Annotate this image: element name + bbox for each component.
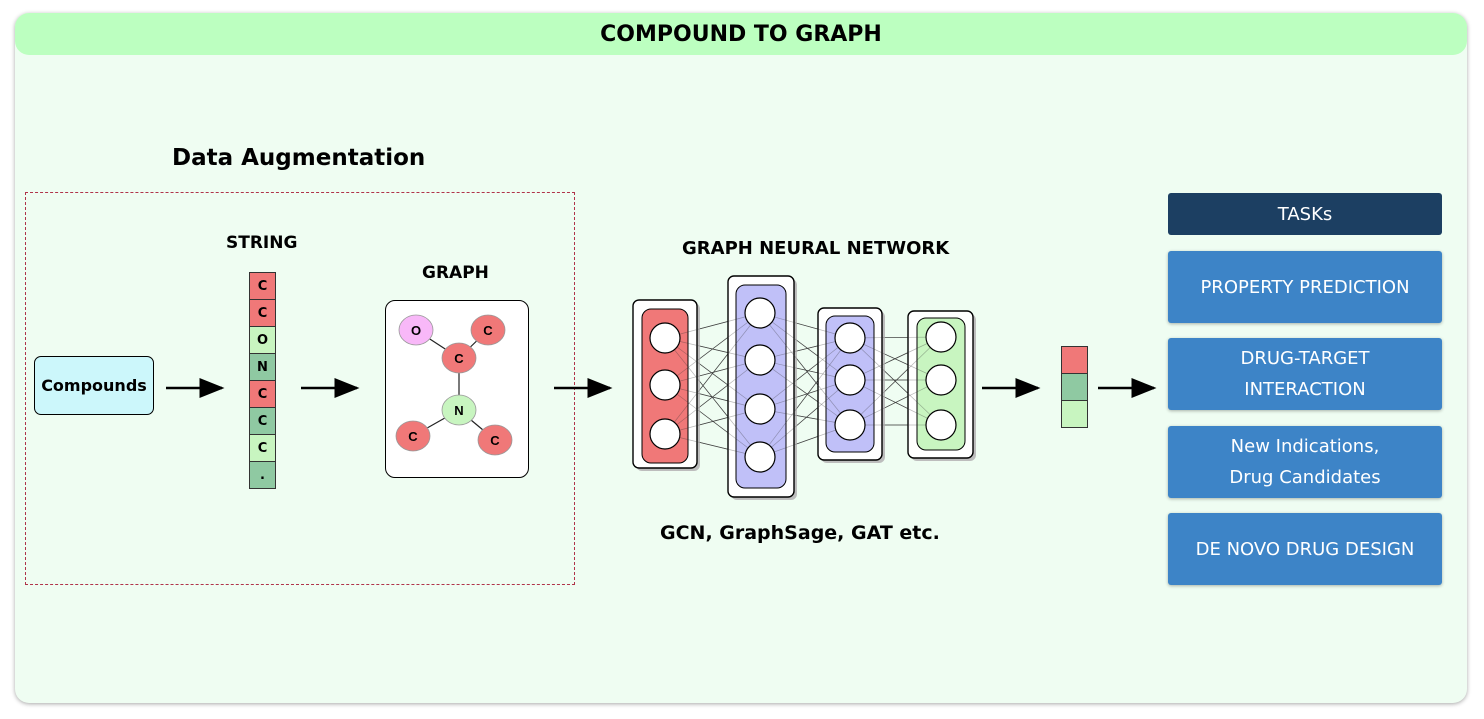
- nn-connection: [849, 336, 942, 381]
- nn-neuron: [744, 297, 776, 329]
- atom-node: [398, 314, 434, 346]
- nn-neuron: [925, 409, 957, 441]
- nn-neuron: [834, 364, 866, 396]
- nn-neuron: [925, 321, 957, 353]
- nn-connection: [759, 312, 851, 381]
- task-de-novo-design: DE NOVO DRUG DESIGN: [1168, 513, 1442, 585]
- nn-connection: [759, 359, 851, 426]
- nn-connection: [849, 379, 942, 426]
- embedding-cell: [1061, 373, 1088, 401]
- nn-connection: [664, 337, 761, 458]
- tasks-header: TASKs: [1168, 193, 1442, 235]
- nn-layer-body: [735, 284, 787, 489]
- string-cell: .: [249, 461, 276, 489]
- nn-connection: [664, 359, 761, 435]
- nn-neuron: [744, 344, 776, 376]
- atom-label: O: [411, 323, 421, 338]
- nn-connection: [849, 379, 942, 426]
- nn-connection: [759, 337, 851, 458]
- nn-connection: [664, 359, 761, 386]
- atom-node: [470, 314, 506, 346]
- atom-node: [477, 424, 513, 456]
- nn-neuron: [744, 441, 776, 473]
- task-property-prediction: PROPERTY PREDICTION: [1168, 251, 1442, 323]
- task-line: INTERACTION: [1244, 379, 1366, 400]
- task-line: PROPERTY PREDICTION: [1200, 276, 1410, 298]
- nn-neuron: [649, 322, 681, 354]
- atom-label: C: [483, 323, 493, 338]
- task-line: Drug Candidates: [1229, 467, 1381, 488]
- atom-node: [395, 420, 431, 452]
- nn-connection: [849, 337, 942, 426]
- diagram-title: COMPOUND TO GRAPH: [15, 13, 1467, 55]
- task-line: New Indications,: [1230, 436, 1380, 457]
- nn-connection: [664, 408, 761, 435]
- task-new-indications: New Indications, Drug Candidates: [1168, 426, 1442, 498]
- gnn-caption: GCN, GraphSage, GAT etc.: [660, 522, 940, 544]
- graph-label: GRAPH: [422, 263, 489, 283]
- atom-label: N: [454, 403, 463, 418]
- atom-label: C: [490, 433, 500, 448]
- nn-neuron: [925, 364, 957, 396]
- nn-connection: [759, 424, 851, 458]
- atom-node: [441, 342, 477, 374]
- nn-connection: [664, 312, 761, 435]
- nn-neuron: [744, 393, 776, 425]
- compounds-box: Compounds: [34, 356, 154, 415]
- task-line: DRUG-TARGET: [1240, 348, 1370, 369]
- nn-neuron: [649, 369, 681, 401]
- nn-connection: [664, 384, 761, 458]
- nn-connection: [759, 312, 851, 426]
- nn-connection: [664, 312, 761, 386]
- string-cell: C: [249, 434, 276, 462]
- nn-connection: [664, 312, 761, 339]
- task-drug-target-interaction: DRUG-TARGET INTERACTION: [1168, 338, 1442, 410]
- nn-connection: [664, 337, 761, 410]
- task-line: DE NOVO DRUG DESIGN: [1195, 538, 1415, 560]
- embedding-cell: [1061, 346, 1088, 374]
- nn-connection: [759, 379, 851, 458]
- atom-label: C: [454, 351, 464, 366]
- embedding-cell: [1061, 400, 1088, 428]
- gnn-title: GRAPH NEURAL NETWORK: [682, 238, 950, 259]
- data-augmentation-title: Data Augmentation: [172, 145, 426, 171]
- nn-neuron: [834, 322, 866, 354]
- nn-connection: [664, 433, 761, 458]
- nn-connection: [664, 384, 761, 410]
- string-cell: O: [249, 326, 276, 354]
- nn-neuron: [649, 418, 681, 450]
- nn-connection: [849, 337, 942, 381]
- string-cell: C: [249, 272, 276, 300]
- nn-neuron: [834, 409, 866, 441]
- string-cell: C: [249, 380, 276, 408]
- nn-connection: [849, 336, 942, 426]
- atom-label: C: [408, 429, 418, 444]
- compounds-label: Compounds: [41, 376, 147, 395]
- nn-connection: [759, 379, 851, 410]
- nn-connection: [759, 337, 851, 410]
- string-sequence: C C O N C C C .: [249, 272, 276, 489]
- nn-connection: [664, 337, 761, 361]
- atom-node: [441, 394, 477, 426]
- string-cell: C: [249, 407, 276, 435]
- string-label: STRING: [226, 233, 298, 253]
- embedding-vector: [1061, 346, 1088, 428]
